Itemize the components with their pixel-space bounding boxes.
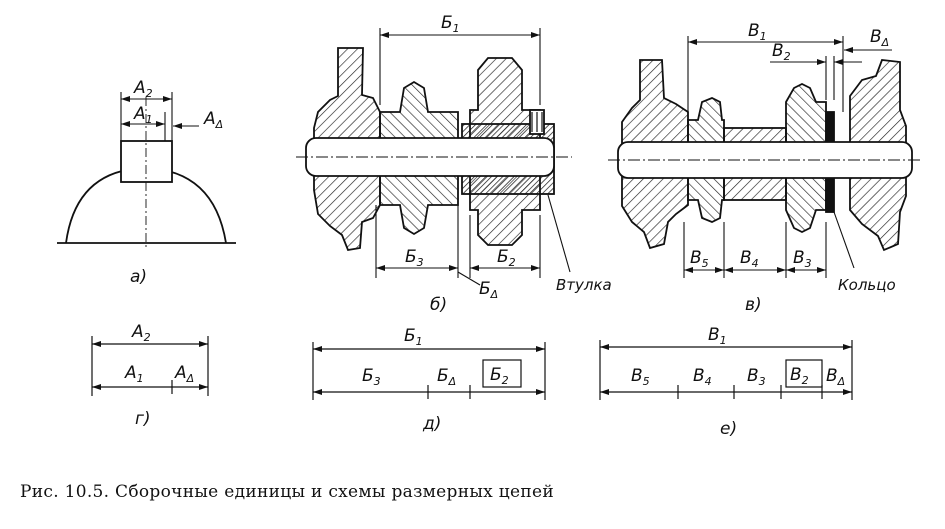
dim-b1-label: Б1 (441, 13, 460, 35)
figure-caption: Рис. 10.5. Сборочные единицы и схемы раз… (20, 482, 554, 502)
dim-vd-label: ВΔ (870, 27, 889, 49)
panel-d-label: д) (422, 414, 441, 434)
chain-e-diagram (599, 340, 853, 400)
chain-g-ad-label: AΔ (174, 363, 194, 385)
bushing-label: Втулка (556, 276, 612, 294)
chain-e-v4-label: В4 (693, 366, 712, 388)
dim-b3-label: Б3 (405, 247, 424, 269)
chain-e-v5-label: В5 (631, 366, 650, 388)
chain-d-diagram (312, 342, 546, 400)
panel-b-label: б) (430, 295, 447, 315)
dim-a1-label: A1 (133, 104, 153, 126)
dim-v5-label: В5 (690, 248, 709, 270)
dim-b2-label: Б2 (497, 247, 516, 269)
chain-e-v1-label: В1 (708, 325, 727, 347)
panel-e-label: е) (720, 419, 737, 439)
chain-g-a1-label: A1 (124, 363, 144, 385)
dim-v1-label: В1 (748, 21, 767, 43)
dim-bd-label: БΔ (479, 279, 498, 301)
panel-g-label: г) (135, 409, 151, 429)
panel-a-drawing (57, 92, 236, 250)
chain-d-b2-label: Б2 (490, 365, 509, 387)
chain-g-diagram (91, 336, 209, 396)
dim-v2-label: В2 (772, 41, 791, 63)
dim-a2-label: A2 (133, 78, 153, 100)
ring-label: Кольцо (838, 276, 896, 294)
chain-g-a2-label: A2 (131, 322, 151, 344)
panel-v-label: в) (745, 295, 762, 315)
dim-ad-label: AΔ (203, 109, 223, 131)
dim-v3-label: В3 (793, 248, 812, 270)
chain-e-v2-label: В2 (790, 365, 809, 387)
panel-b-drawing (296, 28, 572, 286)
chain-e-vd-label: ВΔ (826, 366, 845, 388)
chain-e-v3-label: В3 (747, 366, 766, 388)
panel-a-label: а) (130, 267, 147, 287)
chain-d-b1-label: Б1 (404, 326, 423, 348)
chain-d-bd-label: БΔ (437, 366, 456, 388)
panel-v-drawing (608, 36, 920, 278)
chain-d-b3-label: Б3 (362, 366, 381, 388)
dim-v4-label: В4 (740, 248, 759, 270)
